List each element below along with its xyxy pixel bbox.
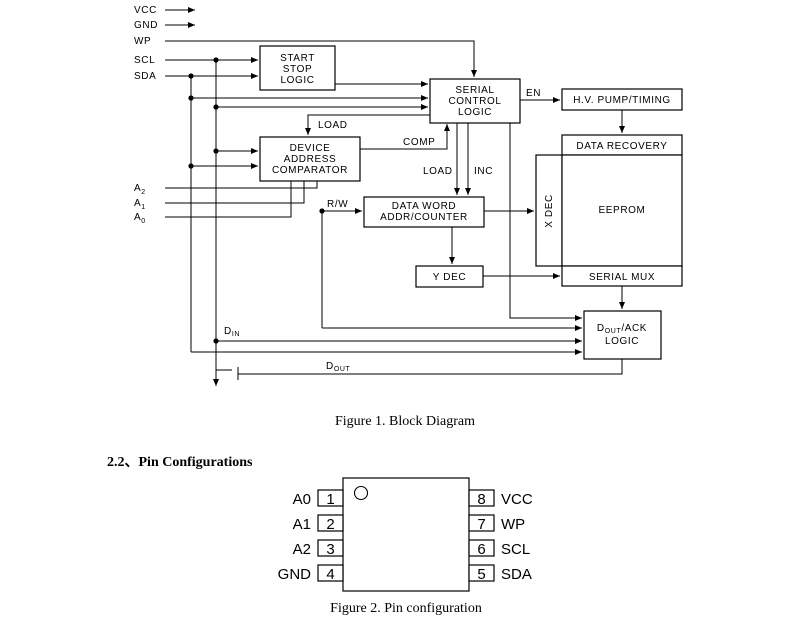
sda-node-2: [188, 95, 194, 101]
a2-label: A2: [134, 183, 146, 196]
pin-number-1: 1: [326, 491, 334, 508]
device-address-label-3: COMPARATOR: [272, 165, 348, 176]
start-stop-label-1: START: [280, 53, 315, 64]
wp-wire: [165, 40, 477, 77]
scl-node-2: [213, 104, 219, 110]
pin-name-sda: SDA: [501, 566, 532, 583]
dout-label: DOUT: [326, 361, 351, 373]
device-address-label-2: ADDRESS: [284, 154, 337, 165]
pin-name-scl: SCL: [501, 541, 530, 558]
scl-node-3: [213, 148, 219, 154]
section-heading: 2.2、Pin Configurations: [107, 455, 253, 470]
din-node: [213, 338, 219, 344]
a0-label: A0: [134, 212, 146, 225]
serial-control-label-1: SERIAL: [455, 85, 494, 96]
pin-name-wp: WP: [501, 516, 525, 533]
block-diagram: VCC GND WP SCL SDA A2 A1 A0 START STOP L…: [134, 5, 683, 429]
inc-label: INC: [474, 166, 493, 177]
data-word-counter-block: [363, 196, 485, 228]
start-stop-label-2: STOP: [283, 64, 312, 75]
a0-wire: [165, 181, 292, 218]
pin-name-vcc: VCC: [501, 491, 533, 508]
pin1-marker-icon: [353, 485, 369, 501]
x-dec-label: X DEC: [544, 194, 555, 228]
a1-label: A1: [134, 198, 146, 211]
comp-label: COMP: [403, 137, 435, 148]
pin-name-a0: A0: [293, 491, 311, 508]
figure-1-caption: Figure 1. Block Diagram: [335, 414, 475, 429]
pin-box-1: [317, 489, 344, 507]
pin-name-a2: A2: [293, 541, 311, 558]
pin-box-2: [317, 514, 344, 532]
device-address-label-1: DEVICE: [290, 143, 331, 154]
pin-number-5: 5: [477, 566, 485, 583]
pin-configuration: 1 2 3 4 A0 A1 A2 GND 8 7 6 5 VCC WP SCL …: [278, 477, 533, 616]
dout-ack-logic-block: [583, 310, 662, 360]
pin-number-4: 4: [326, 566, 334, 583]
pin-number-3: 3: [326, 541, 334, 558]
serial-control-logic-block: [429, 78, 521, 124]
pin-box-6: [468, 539, 495, 557]
pin-number-6: 6: [477, 541, 485, 558]
pin-number-8: 8: [477, 491, 485, 508]
load-mid-label: LOAD: [423, 166, 453, 177]
load-top-wire: [305, 114, 430, 135]
start-stop-label-3: LOGIC: [280, 75, 314, 86]
comp-wire: [360, 124, 450, 150]
serial-control-label-2: CONTROL: [448, 96, 501, 107]
a1-wire: [165, 181, 305, 204]
a2-wire: [165, 181, 318, 189]
hv-pump-label: H.V. PUMP/TIMING: [573, 95, 671, 106]
pin-box-3: [317, 539, 344, 557]
eeprom-label: EEPROM: [599, 205, 646, 216]
device-address-comparator-block: [259, 136, 361, 182]
start-stop-logic-block: [259, 45, 336, 91]
pin-name-gnd: GND: [278, 566, 312, 583]
serial-mux-label: SERIAL MUX: [589, 272, 655, 283]
pin-number-2: 2: [326, 516, 334, 533]
control-to-dout-wire: [509, 123, 582, 321]
vcc-label: VCC: [134, 5, 157, 16]
pin-box-5: [468, 564, 495, 582]
en-label: EN: [526, 88, 541, 99]
din-label: DIN: [224, 326, 240, 338]
scl-label: SCL: [134, 55, 155, 66]
x-dec-block: [535, 154, 563, 267]
y-dec-label: Y DEC: [433, 272, 466, 283]
wp-label: WP: [134, 36, 151, 47]
load-top-label: LOAD: [318, 120, 348, 131]
data-word-label-1: DATA WORD: [392, 201, 456, 212]
sda-label: SDA: [134, 71, 156, 82]
rw-label: R/W: [327, 199, 348, 210]
pin-number-7: 7: [477, 516, 485, 533]
pin-name-a1: A1: [293, 516, 311, 533]
pin-box-8: [468, 489, 495, 507]
figure-2-caption: Figure 2. Pin configuration: [330, 601, 482, 616]
serial-control-label-3: LOGIC: [458, 107, 492, 118]
dout-wire: [238, 359, 623, 375]
pin-box-4: [317, 564, 344, 582]
data-word-label-2: ADDR/COUNTER: [380, 212, 468, 223]
ic-package-body: [342, 477, 470, 592]
sda-node-3: [188, 163, 194, 169]
data-recovery-label: DATA RECOVERY: [576, 141, 667, 152]
pin-box-7: [468, 514, 495, 532]
gnd-label: GND: [134, 20, 158, 31]
dout-ack-label-1: DOUT/ACK: [597, 323, 647, 335]
dout-ack-label-2: LOGIC: [605, 336, 639, 347]
eeprom-block: [561, 154, 683, 267]
